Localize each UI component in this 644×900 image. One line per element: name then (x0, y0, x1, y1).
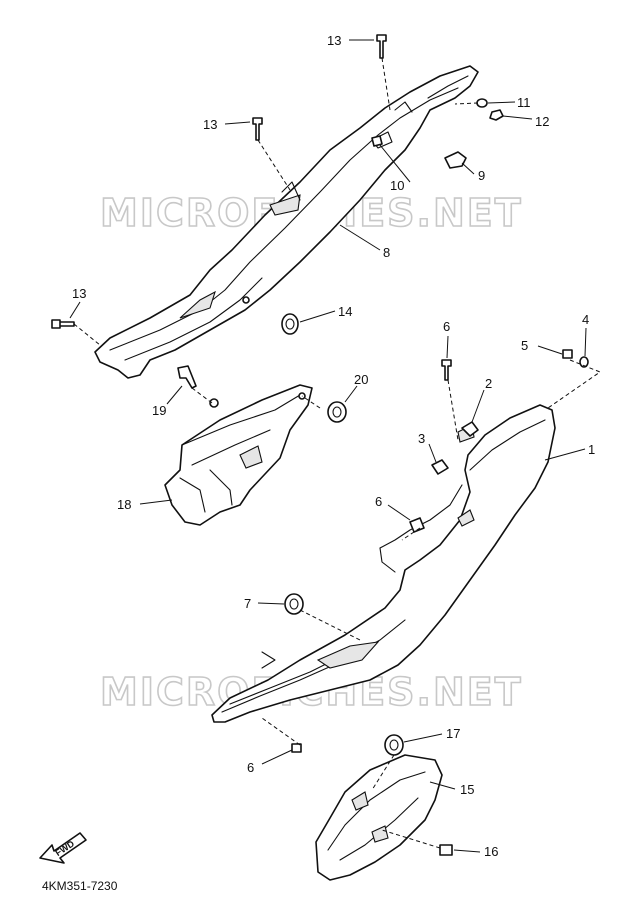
callout-20: 20 (354, 372, 368, 387)
callout-7: 7 (244, 596, 251, 611)
part-18-bracket (164, 384, 313, 526)
callout-18: 18 (117, 497, 131, 512)
callouts: 13 13 11 12 9 10 8 13 14 6 4 5 2 20 19 3… (72, 33, 595, 859)
diagram-code: 4KM351-7230 (42, 879, 118, 893)
callout-14: 14 (338, 304, 352, 319)
callout-9: 9 (478, 168, 485, 183)
part-1-side-cover (211, 404, 556, 723)
callout-6-upper: 6 (443, 319, 450, 334)
callout-8: 8 (383, 245, 390, 260)
callout-1: 1 (588, 442, 595, 457)
callout-11: 11 (517, 95, 531, 110)
callout-13-upper: 13 (203, 117, 217, 132)
callout-6-middle: 6 (375, 494, 382, 509)
fasteners (51, 34, 589, 856)
callout-4: 4 (582, 312, 589, 327)
callout-17: 17 (446, 726, 460, 741)
callout-10: 10 (390, 178, 404, 193)
callout-13-top: 13 (327, 33, 341, 48)
callout-6-lower: 6 (247, 760, 254, 775)
callout-16: 16 (484, 844, 498, 859)
callout-13-left: 13 (72, 286, 86, 301)
fwd-arrow-icon: FWD (39, 832, 87, 864)
callout-19: 19 (152, 403, 166, 418)
callout-2: 2 (485, 376, 492, 391)
leader-lines (69, 39, 587, 853)
callout-15: 15 (460, 782, 474, 797)
callout-12: 12 (535, 114, 549, 129)
callout-5: 5 (521, 338, 528, 353)
callout-3: 3 (418, 431, 425, 446)
part-15-lower-cover (315, 754, 443, 881)
assembly-lines (73, 57, 602, 849)
